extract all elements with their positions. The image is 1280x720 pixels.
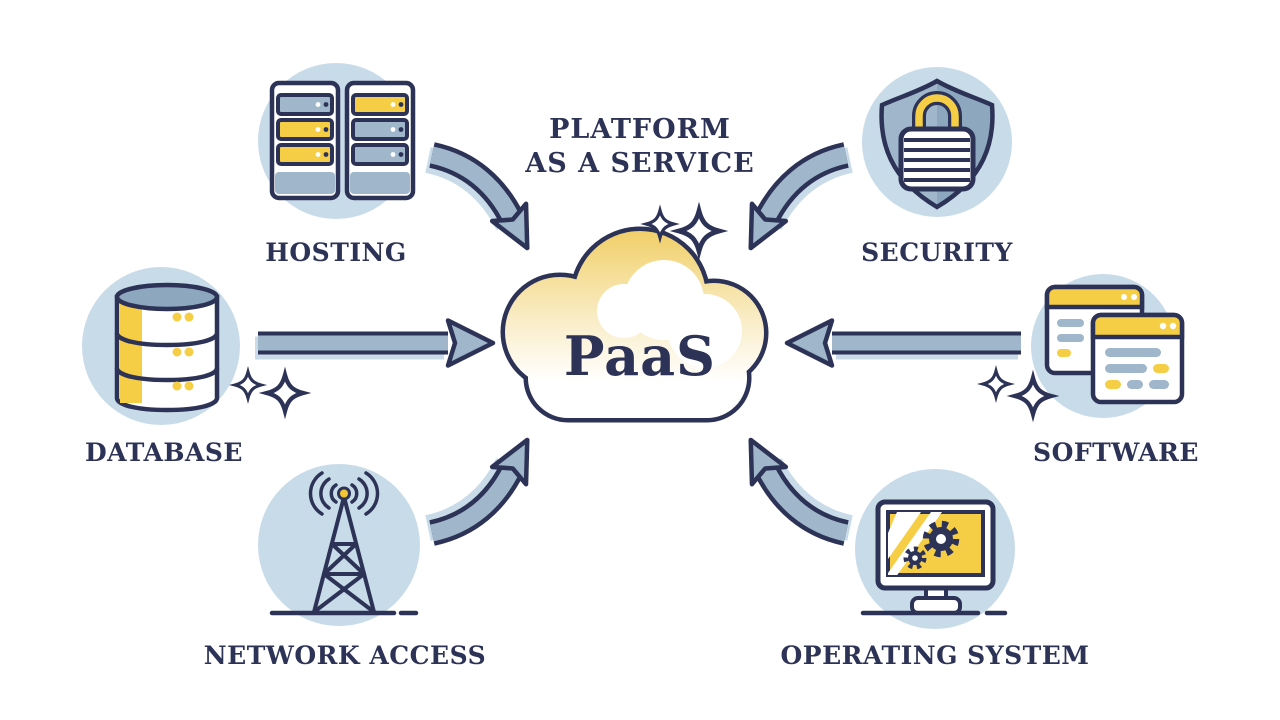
arrow-database-to-cloud [255,318,496,368]
database-cylinders [114,282,220,413]
cloud-highlight [597,260,742,368]
server-towers-icon [258,63,416,219]
arrow-network-to-cloud [428,431,544,533]
signal-waves-icon [308,471,380,516]
shield-padlock-icon [862,67,1012,217]
cloud-label: PaaS [563,324,717,388]
cloud-icon [500,226,769,423]
arrow-software-to-cloud [784,318,1021,368]
operating-system-label: OPERATING SYSTEM [780,641,1090,670]
title-line-2: AS A SERVICE [525,148,755,179]
app-window-front [1090,312,1185,405]
security-label: SECURITY [861,238,1013,267]
hosting-label: HOSTING [265,238,407,267]
server-tower-left [269,80,341,201]
monitor [875,499,996,615]
title-line-1: PLATFORM [549,114,731,145]
gear-small-icon [903,546,927,570]
monitor-gears-icon [855,469,1015,629]
antenna-dot [337,486,351,501]
radio-tower-icon [258,464,420,626]
database-label: DATABASE [85,438,243,467]
padlock-icon [898,91,976,192]
app-windows-icon [1031,274,1185,418]
network-access-label: NETWORK ACCESS [203,641,487,670]
server-tower-right [344,80,416,201]
arrow-os-to-cloud [734,431,850,533]
diagram-title: PLATFORM AS A SERVICE [0,113,1280,181]
database-stack-icon [82,267,240,425]
software-label: SOFTWARE [1033,438,1199,467]
gear-large-icon [922,520,960,558]
screen-shine [888,512,942,575]
lattice-tower [312,495,376,614]
